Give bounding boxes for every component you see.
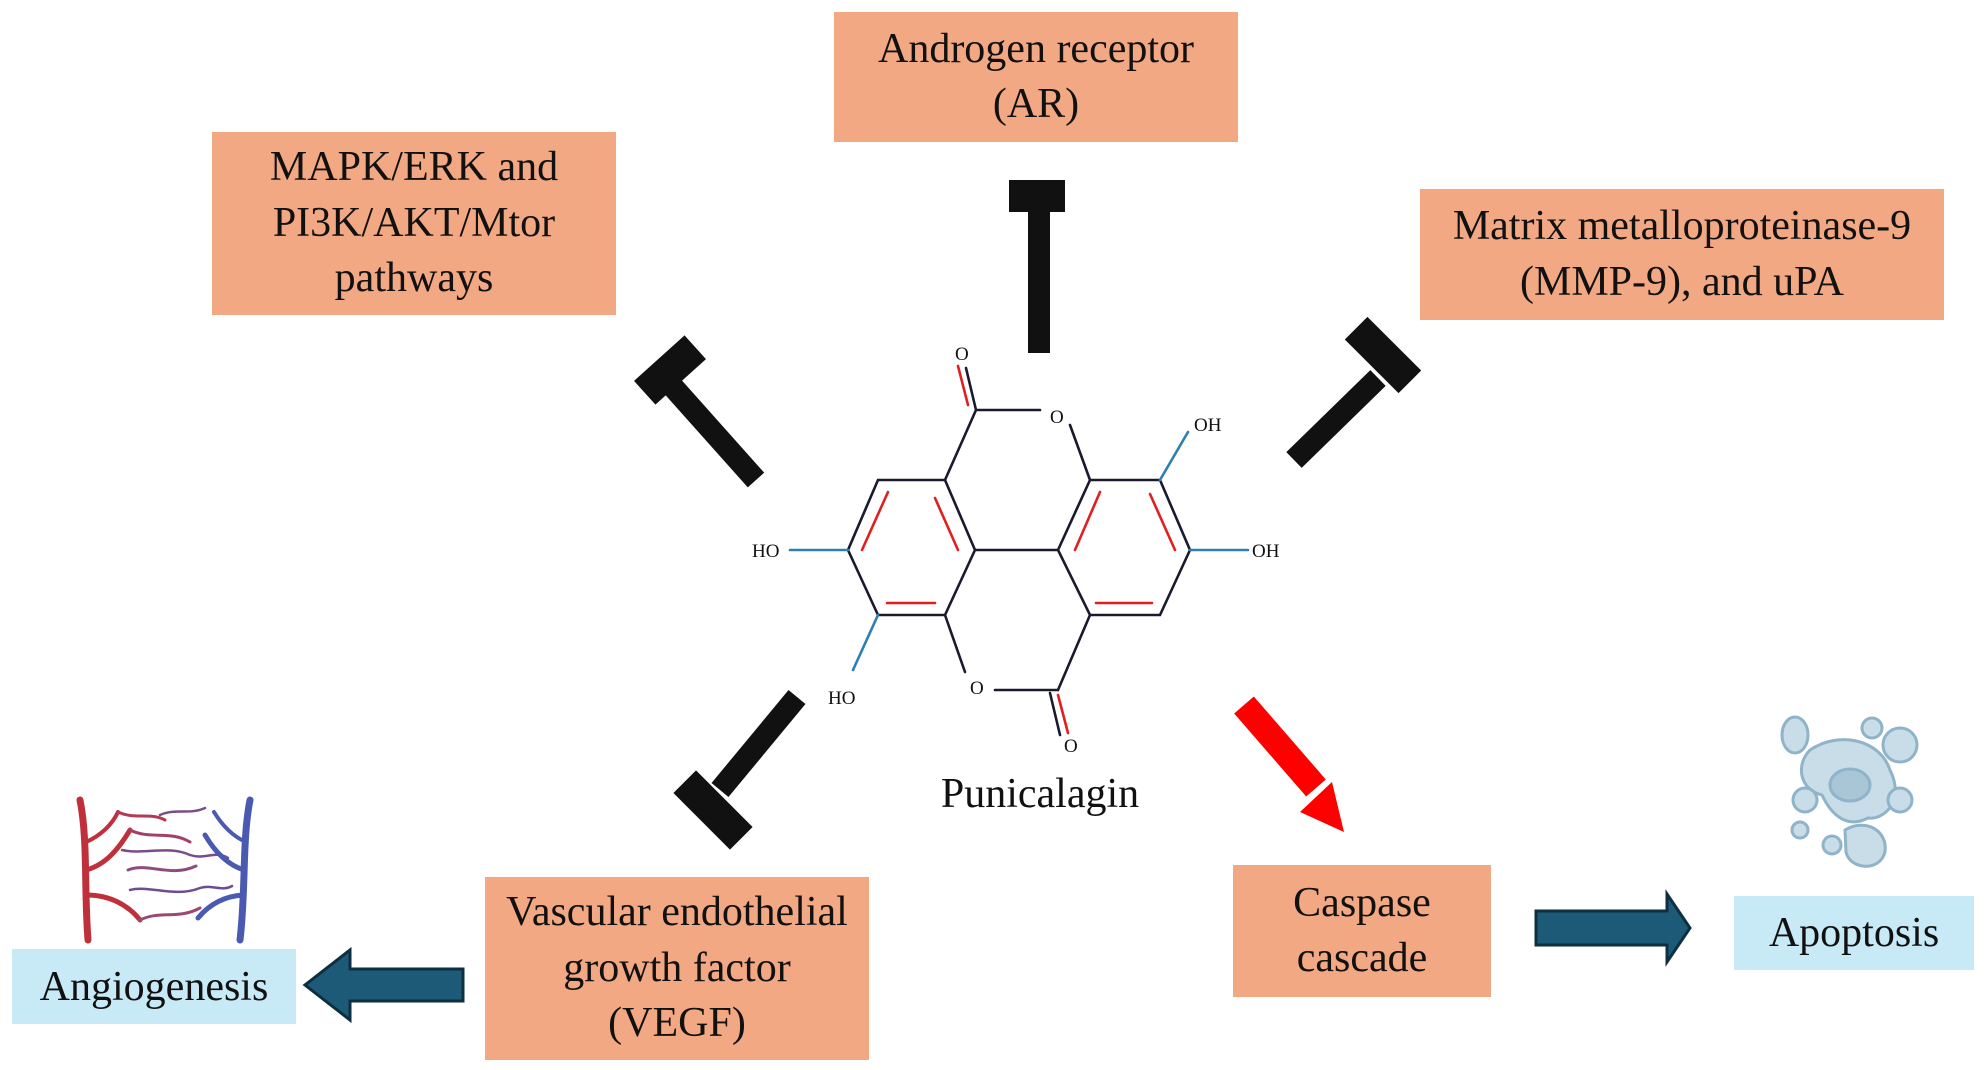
inhibit-arrow-ar — [1009, 180, 1065, 353]
atom-o-bottom: O — [1064, 736, 1078, 757]
androgen-receptor-box: Androgen receptor (AR) — [834, 12, 1238, 142]
vegf-box: Vascular endothelial growth factor (VEGF… — [485, 877, 869, 1060]
angiogenesis-box: Angiogenesis — [12, 949, 296, 1024]
mapk-pathways-box: MAPK/ERK and PI3K/AKT/Mtor pathways — [212, 132, 616, 315]
apoptotic-cell-icon — [1780, 715, 1919, 868]
activate-arrow-caspase — [1234, 696, 1344, 832]
blood-vessel-icon — [76, 796, 254, 944]
atom-ho-bottom: HO — [828, 688, 855, 709]
punicalagin-structure: O O OH OH HO HO O O — [752, 344, 1280, 757]
atom-o-ring-bottom: O — [970, 678, 984, 699]
inhibit-arrow-mapk — [634, 335, 765, 488]
caspase-cascade-box: Caspase cascade — [1233, 865, 1491, 997]
inhibit-arrow-vegf — [673, 689, 806, 850]
flow-arrow-apoptosis — [1534, 889, 1692, 967]
atom-o-top: O — [955, 344, 969, 365]
mmp9-upa-box: Matrix metalloproteinase-9 (MMP-9), and … — [1420, 189, 1944, 320]
compound-name: Punicalagin — [940, 771, 1140, 817]
atom-o-ring-top: O — [1050, 407, 1064, 428]
flow-arrow-angiogenesis — [302, 946, 465, 1024]
inhibit-arrow-mmp — [1286, 316, 1422, 468]
apoptosis-box: Apoptosis — [1734, 896, 1974, 970]
atom-oh-top-right: OH — [1194, 415, 1222, 436]
atom-ho-left: HO — [752, 541, 779, 562]
atom-oh-right: OH — [1252, 541, 1280, 562]
